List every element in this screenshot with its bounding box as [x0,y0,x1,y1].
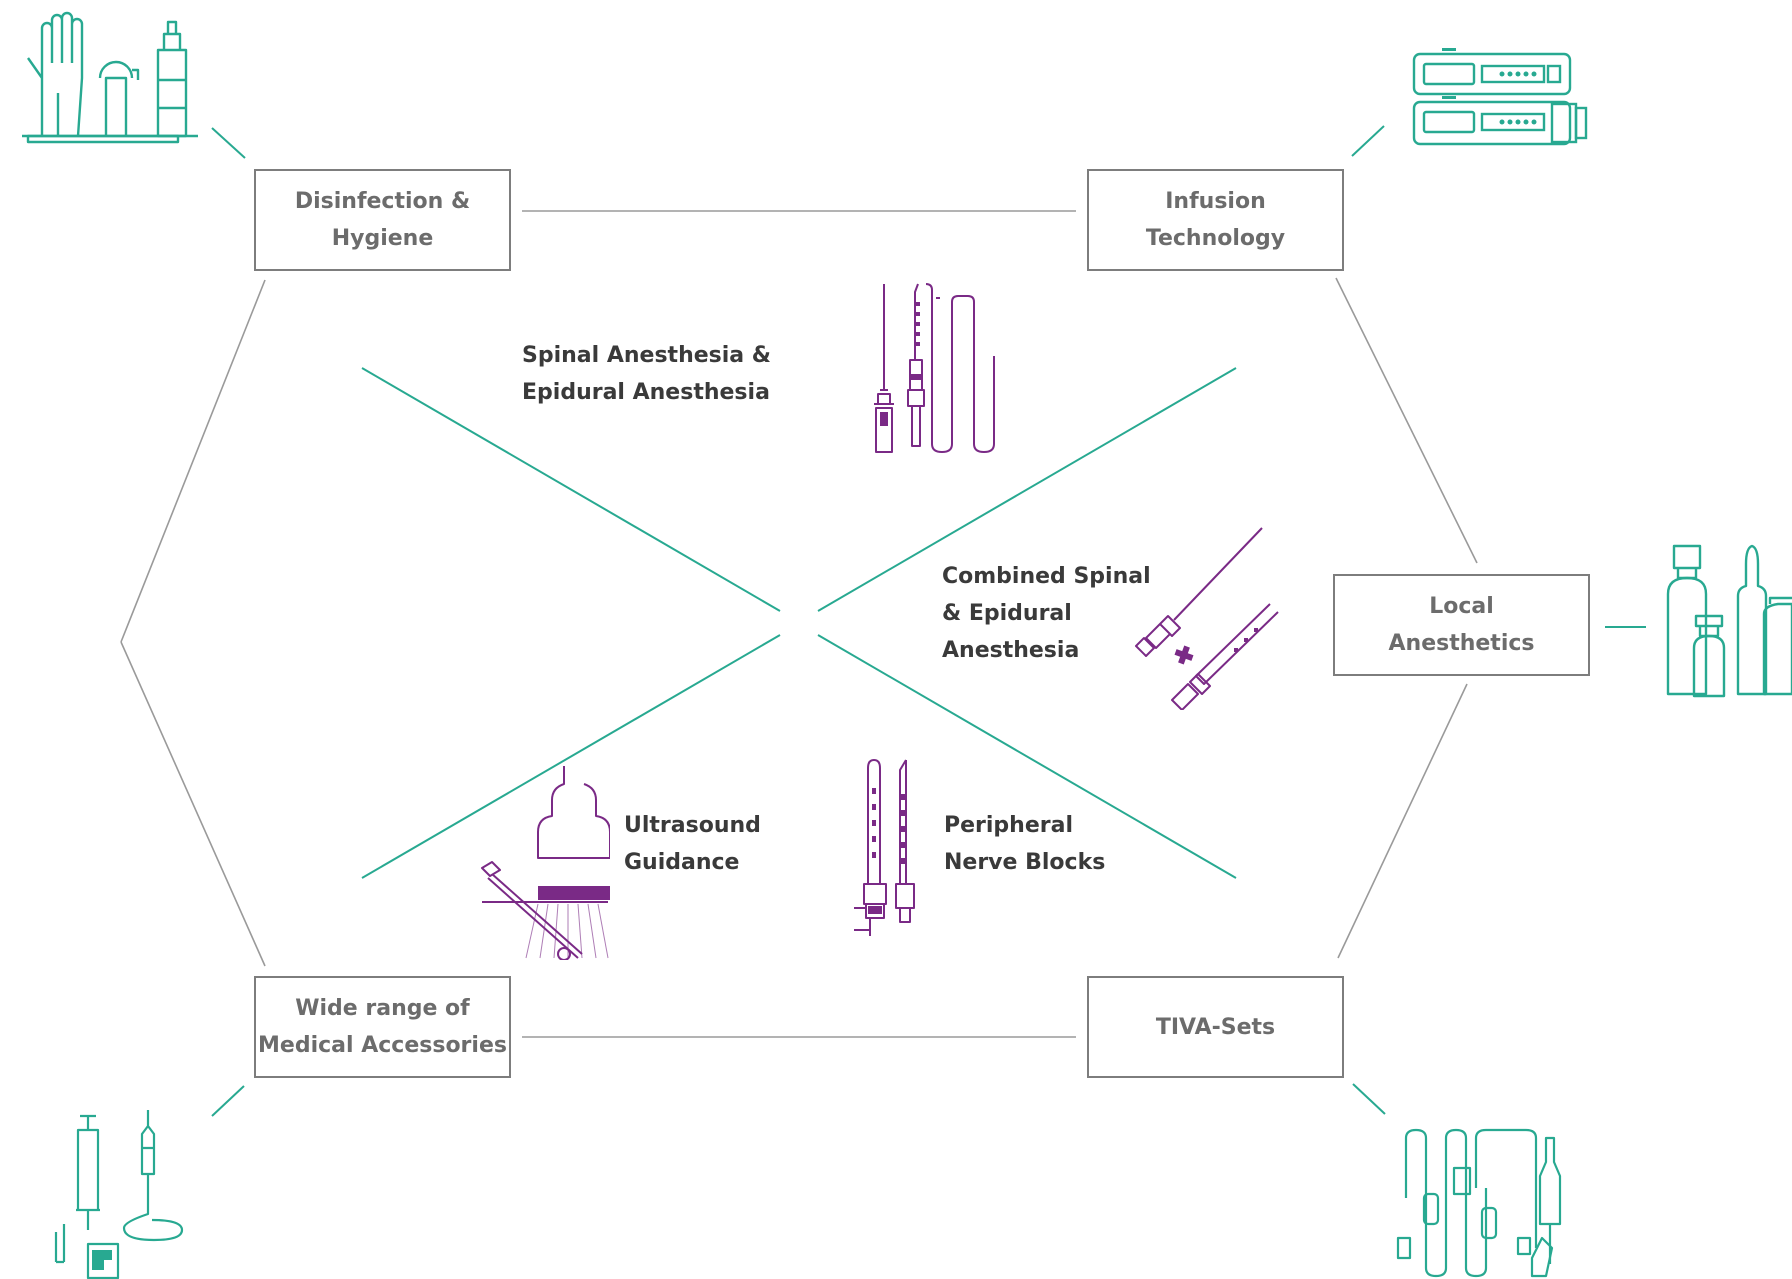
tiva-tubing-sets-icon [1396,1128,1562,1278]
tick-accessories [211,1085,245,1117]
ultrasound-probe-icon [481,766,610,960]
edge-infusion-local [1335,277,1478,564]
box-local-anesthetics: Local Anesthetics [1333,574,1590,676]
box-infusion-label: Infusion Technology [1145,189,1286,251]
infusion-pumps-icon [1412,48,1588,146]
spinal-needle-catheter-icon [874,283,995,453]
tick-infusion [1351,125,1385,157]
box-tiva-label: TIVA-Sets [1155,1014,1276,1040]
tick-disinfection [211,127,246,159]
edge-left-accessories [120,641,266,967]
x-line-top-left [361,367,781,612]
box-accessories-label: Wide range of Medical Accessories [258,996,507,1058]
x-line-bottom-right [817,634,1237,879]
label-ultrasound-guidance: Ultrasound Guidance [624,813,761,875]
label-peripheral-nerve-blocks: Peripheral Nerve Blocks [944,813,1106,875]
edge-disinfection-left [120,279,266,643]
box-medical-accessories: Wide range of Medical Accessories [254,976,511,1078]
box-disinfection-label: Disinfection & Hygiene [294,189,471,251]
edge-local-tiva [1337,683,1468,959]
syringe-drip-chamber-icon [54,1110,184,1279]
tick-tiva [1352,1083,1386,1115]
x-line-bottom-left [361,634,781,879]
vials-ampoule-icon [1666,544,1792,698]
label-spinal-epidural: Spinal Anesthesia & Epidural Anesthesia [522,343,771,405]
combined-needles-icon [1135,527,1279,710]
box-tiva-sets: TIVA-Sets [1087,976,1344,1078]
gloves-tray-spray-icon [22,11,198,144]
x-line-top-right [817,367,1237,612]
box-infusion-technology: Infusion Technology [1087,169,1344,271]
nerve-block-needles-icon [854,759,915,936]
box-disinfection-hygiene: Disinfection & Hygiene [254,169,511,271]
label-combined-spinal-epidural: Combined Spinal & Epidural Anesthesia [942,564,1151,663]
box-local-label: Local Anesthetics [1388,594,1535,656]
